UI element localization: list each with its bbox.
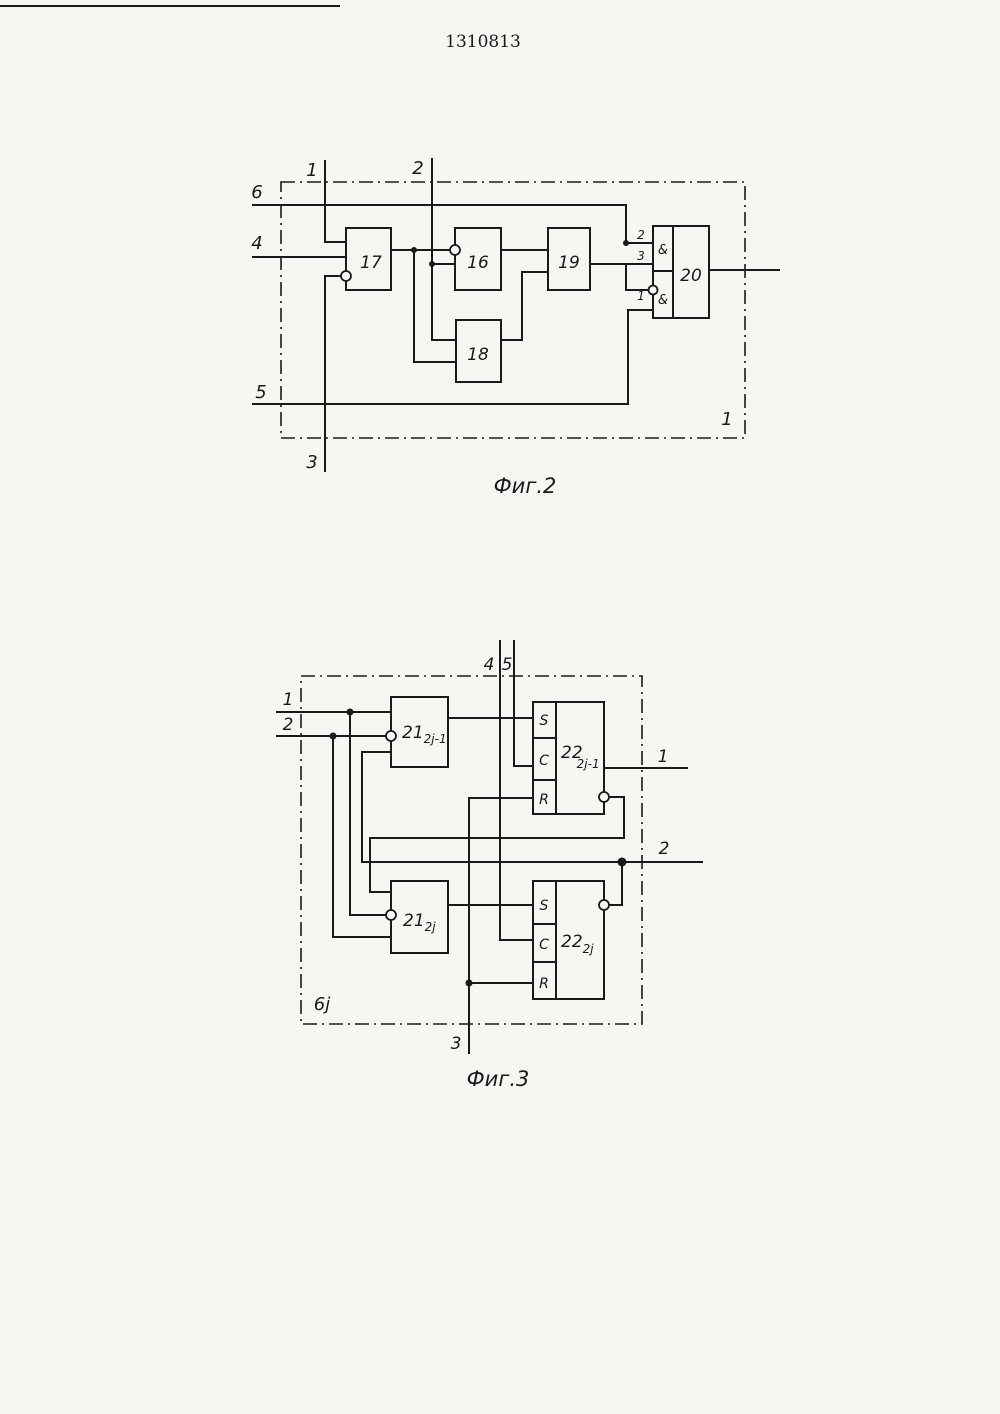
fig2-block-19-label: 19 xyxy=(558,253,580,273)
fig3-wire-5 xyxy=(514,640,533,766)
fig3-trigger-22a-pin-c: C xyxy=(539,753,549,769)
fig2-gate-and-top: & xyxy=(658,243,668,258)
fig3-trigger-22b-pin-c: C xyxy=(539,937,549,953)
fig2-block-17-label: 17 xyxy=(360,253,382,273)
fig2-pin-2: 2 xyxy=(637,228,645,242)
fig2-wire-18-to-19 xyxy=(501,272,548,340)
fig3-input-2-label: 2 xyxy=(283,715,294,735)
fig2-wire-3 xyxy=(325,276,342,472)
fig2-input-3-label: 3 xyxy=(306,452,317,473)
fig2-junction-6 xyxy=(623,240,629,246)
fig2-input-1-label: 1 xyxy=(306,160,317,181)
fig2-input-5-label: 5 xyxy=(255,382,266,403)
fig3-junction-3 xyxy=(466,980,473,987)
fig2-inverter-16 xyxy=(450,245,460,255)
fig3-inverter-21a xyxy=(386,731,396,741)
fig2-block-18-label: 18 xyxy=(467,345,489,365)
fig3-inverter-21b xyxy=(386,910,396,920)
fig2-block-20-label: 20 xyxy=(680,266,702,286)
fig2-inverter-20 xyxy=(649,286,658,295)
fig2-wire-19-to-20 xyxy=(590,264,653,290)
fig2-input-6-label: 6 xyxy=(251,182,262,203)
fig2-wire-6 xyxy=(252,205,653,243)
fig3-trigger-22b-pin-s: S xyxy=(540,898,549,914)
fig3-input-4-label: 4 xyxy=(484,655,495,675)
fig3-wire-4 xyxy=(500,640,533,940)
fig2-input-2-label: 2 xyxy=(412,158,423,179)
fig3-output-1-label: 1 xyxy=(658,747,669,767)
fig2-pin-3: 3 xyxy=(637,249,645,263)
fig2-gate-and-bottom: & xyxy=(658,293,668,308)
fig2-frame-label: 1 xyxy=(721,409,732,430)
fig3-output-2-label: 2 xyxy=(659,839,670,859)
fig2-pin-1: 1 xyxy=(637,289,645,303)
fig3-inverter-22a xyxy=(599,792,609,802)
fig3-inverter-22b xyxy=(599,900,609,910)
fig2-wire-1 xyxy=(325,160,346,242)
fig3-junction-out2 xyxy=(618,858,627,867)
fig2-caption: Фиг.2 xyxy=(494,474,557,498)
fig3-input-1-label: 1 xyxy=(283,690,294,710)
fig2-junction-2 xyxy=(429,261,435,267)
fig3-frame-label: 6j xyxy=(314,994,330,1015)
fig3-trigger-22a-pin-s: S xyxy=(540,713,549,729)
fig2-input-4-label: 4 xyxy=(251,233,262,254)
fig3-trigger-22a-pin-r: R xyxy=(539,792,549,808)
fig3-trigger-22b-pin-r: R xyxy=(539,976,549,992)
fig3-wire-1-down xyxy=(350,712,386,915)
fig2-diagram: 17 16 18 19 & & 20 2 3 1 1 2 3 4 5 6 1 Ф… xyxy=(251,158,780,498)
fig3-diagram: 212j-1 212j S C R 222j-1 S C R 222j 1 2 … xyxy=(276,640,703,1091)
fig2-inverter-17 xyxy=(341,271,351,281)
fig2-wire-17-to-18 xyxy=(414,250,456,362)
fig2-wire-5 xyxy=(252,310,653,404)
fig2-block-16-label: 16 xyxy=(467,253,489,273)
fig3-input-5-label: 5 xyxy=(502,655,513,675)
fig3-caption: Фиг.3 xyxy=(467,1067,530,1091)
fig3-input-3-label: 3 xyxy=(451,1034,462,1054)
patent-number: 1310813 xyxy=(445,32,521,52)
